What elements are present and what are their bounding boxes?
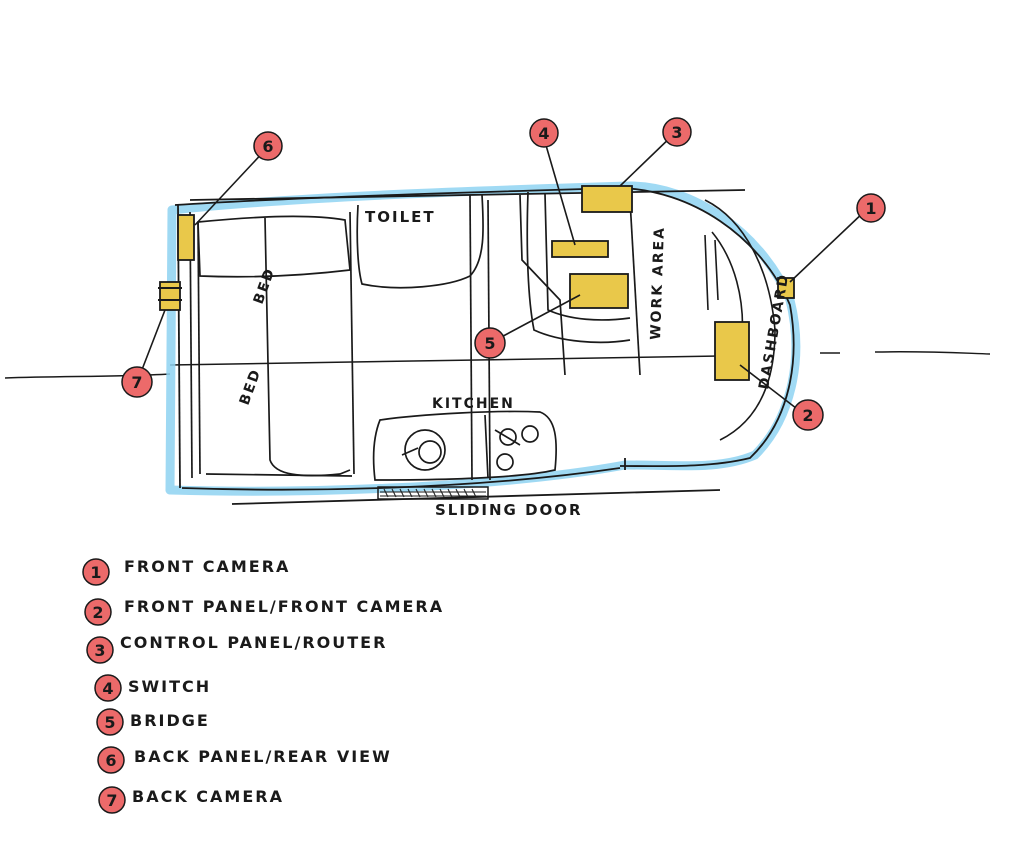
callout-number: 6 bbox=[262, 137, 273, 156]
callout-badge-4: 4 bbox=[529, 118, 559, 148]
callout-badge-1: 1 bbox=[856, 193, 886, 223]
legend-item-7: 7 BACK CAMERA bbox=[98, 786, 284, 814]
legend: 1 FRONT CAMERA 2 FRONT PANEL/FRONT CAMER… bbox=[82, 557, 444, 814]
legend-item-6: 6 BACK PANEL/REAR VIEW bbox=[97, 746, 392, 774]
toilet-label: TOILET bbox=[365, 208, 436, 226]
work-area-label: WORK AREA bbox=[648, 226, 668, 340]
callout-badge-7: 7 bbox=[121, 366, 153, 398]
legend-number: 6 bbox=[105, 751, 116, 770]
callout-number: 2 bbox=[802, 406, 813, 425]
callout-number: 3 bbox=[671, 123, 682, 142]
legend-label: BACK PANEL/REAR VIEW bbox=[134, 747, 392, 766]
bed-label-bottom: BED bbox=[237, 366, 265, 407]
legend-number: 4 bbox=[102, 679, 113, 698]
sliding-door-rail bbox=[377, 486, 489, 500]
back-panel-device bbox=[177, 214, 195, 261]
toilet-area bbox=[356, 194, 491, 481]
legend-number: 5 bbox=[104, 713, 115, 732]
center-line bbox=[4, 350, 991, 379]
callout-badge-5: 5 bbox=[474, 327, 506, 359]
legend-label: FRONT CAMERA bbox=[124, 557, 290, 576]
callout-badge-6: 6 bbox=[253, 131, 283, 161]
legend-label: CONTROL PANEL/ROUTER bbox=[120, 633, 387, 652]
sliding-door-label: SLIDING DOOR bbox=[435, 501, 583, 519]
legend-label: BRIDGE bbox=[130, 711, 210, 730]
device-boxes bbox=[158, 185, 795, 381]
control-panel-router-device bbox=[581, 185, 633, 213]
bed-label-top: BED bbox=[251, 265, 279, 306]
callout-number: 5 bbox=[484, 334, 495, 353]
dashboard-label: DASHBOARD bbox=[756, 272, 792, 391]
legend-number: 1 bbox=[90, 563, 101, 582]
front-camera-device bbox=[777, 277, 795, 299]
callout-badge-3: 3 bbox=[662, 117, 692, 147]
legend-item-1: 1 FRONT CAMERA bbox=[82, 557, 290, 586]
bed-area bbox=[189, 211, 355, 479]
switch-device bbox=[551, 240, 609, 258]
legend-number: 3 bbox=[94, 641, 105, 660]
work-area-desk bbox=[519, 191, 641, 376]
legend-label: BACK CAMERA bbox=[132, 787, 284, 806]
bridge-device bbox=[569, 273, 629, 309]
legend-label: FRONT PANEL/FRONT CAMERA bbox=[124, 597, 444, 616]
callout-number: 1 bbox=[865, 199, 876, 218]
kitchen-label: KITCHEN bbox=[432, 396, 515, 412]
kitchen-unit bbox=[372, 410, 558, 481]
front-panel-device bbox=[714, 321, 750, 381]
legend-item-2: 2 FRONT PANEL/FRONT CAMERA bbox=[84, 597, 444, 626]
back-camera-device bbox=[159, 281, 181, 311]
legend-item-4: 4 SWITCH bbox=[94, 674, 211, 702]
legend-number: 7 bbox=[106, 791, 117, 810]
legend-item-5: 5 BRIDGE bbox=[96, 708, 210, 736]
callout-badge-2: 2 bbox=[792, 399, 824, 431]
callout-number: 7 bbox=[131, 373, 142, 392]
legend-label: SWITCH bbox=[128, 677, 211, 696]
callout-number: 4 bbox=[538, 124, 549, 143]
legend-item-3: 3 CONTROL PANEL/ROUTER bbox=[86, 633, 387, 664]
legend-number: 2 bbox=[92, 603, 103, 622]
